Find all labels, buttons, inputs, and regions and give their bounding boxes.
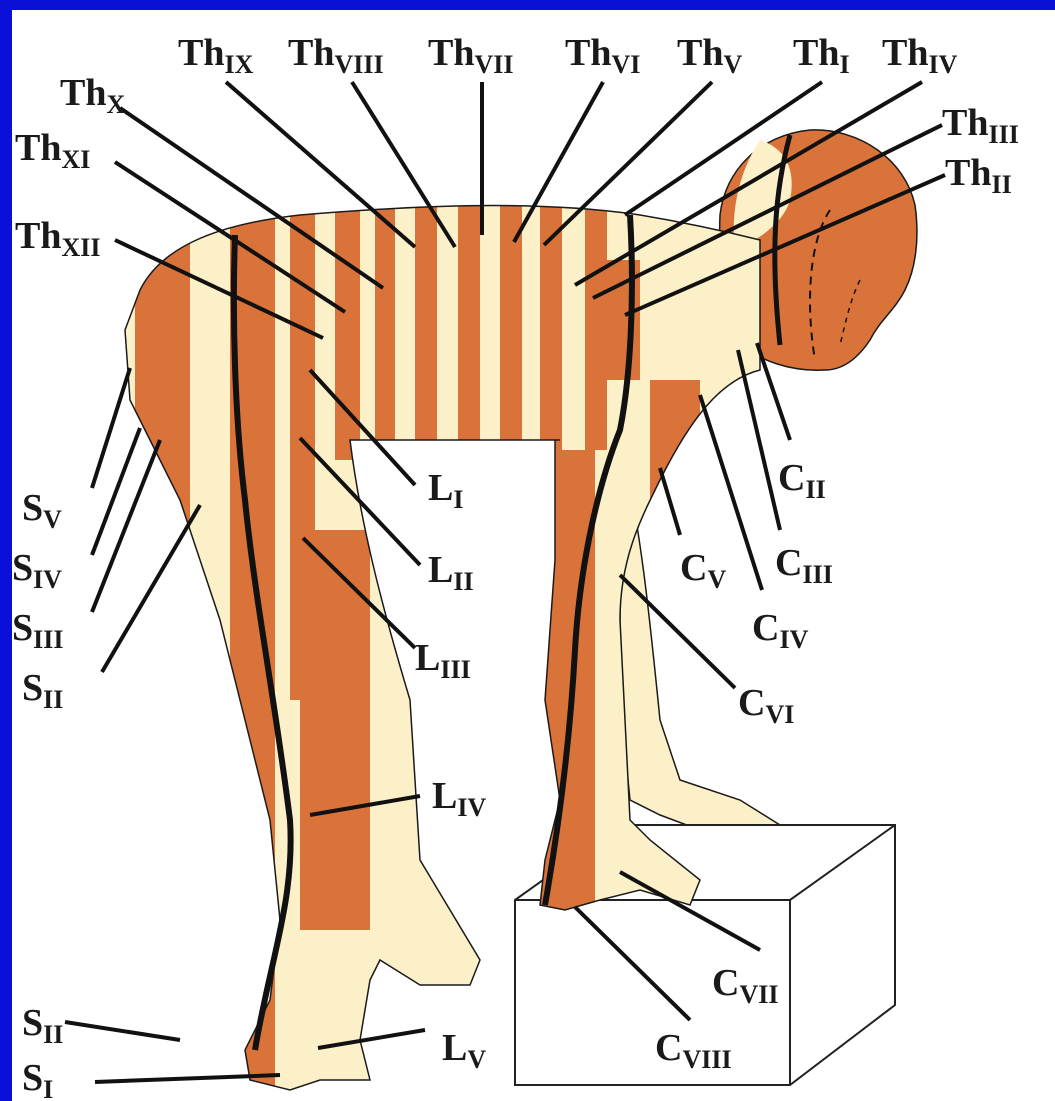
label-sub: V (43, 505, 62, 534)
label-s-ii-bottom: SII (22, 1002, 63, 1049)
label-th-i: ThI (793, 32, 850, 79)
label-th-ix: ThIX (178, 32, 254, 79)
label-s-iv: SIV (12, 547, 62, 594)
label-th-ii: ThII (945, 152, 1012, 199)
label-sub: IX (224, 50, 253, 79)
label-sub: VI (611, 50, 640, 79)
label-sub: III (33, 625, 63, 654)
label-base: C (712, 962, 739, 1004)
label-l-ii: LII (428, 549, 474, 596)
label-base: Th (15, 215, 61, 257)
label-sub: I (43, 1075, 53, 1101)
label-th-xi: ThXI (15, 127, 90, 174)
label-base: L (428, 549, 453, 591)
label-s-iii: SIII (12, 607, 64, 654)
label-c-ii: CII (778, 457, 826, 504)
label-sub: V (723, 50, 742, 79)
label-base: L (428, 467, 453, 509)
label-base: C (738, 682, 765, 724)
label-base: C (775, 542, 802, 584)
label-sub: II (805, 475, 825, 504)
label-sub: IV (779, 625, 808, 654)
label-sub: VII (474, 50, 513, 79)
label-base: L (415, 637, 440, 679)
label-l-i: LI (428, 467, 463, 514)
label-c-iv: CIV (752, 607, 809, 654)
label-base: L (432, 775, 457, 817)
label-base: Th (15, 127, 61, 169)
leader-line-c-iii (738, 350, 780, 530)
label-s-v: SV (22, 487, 62, 534)
label-sub: V (707, 565, 726, 594)
label-th-xii: ThXII (15, 215, 101, 262)
label-base: Th (793, 32, 839, 74)
label-sub: III (988, 120, 1018, 149)
leader-line-s-ii-top (102, 505, 200, 672)
label-sub: VII (739, 980, 778, 1009)
label-base: Th (288, 32, 334, 74)
label-sub: VI (765, 700, 794, 729)
label-sub: II (43, 1020, 63, 1049)
label-s-ii-top: SII (22, 667, 63, 714)
label-sub: I (839, 50, 849, 79)
label-th-vi: ThVI (565, 32, 640, 79)
label-base: C (752, 607, 779, 649)
label-base: C (680, 547, 707, 589)
leader-line-c-iv (700, 395, 762, 590)
label-sub: II (43, 685, 63, 714)
label-s-i: SI (22, 1057, 53, 1101)
label-base: S (22, 1057, 43, 1099)
label-sub: IV (457, 793, 486, 822)
label-base: C (655, 1027, 682, 1069)
label-sub: X (106, 90, 125, 119)
label-c-v: CV (680, 547, 726, 594)
label-base: Th (882, 32, 928, 74)
label-th-iii: ThIII (942, 102, 1019, 149)
label-sub: VIII (334, 50, 383, 79)
label-sub: II (991, 170, 1011, 199)
label-base: L (442, 1027, 467, 1069)
label-th-vii: ThVII (428, 32, 514, 79)
label-sub: XI (61, 145, 90, 174)
label-base: Th (60, 72, 106, 114)
label-sub: III (802, 560, 832, 589)
label-c-iii: CIII (775, 542, 833, 589)
label-sub: V (467, 1045, 486, 1074)
label-base: Th (178, 32, 224, 74)
label-th-iv: ThIV (882, 32, 958, 79)
label-sub: I (453, 485, 463, 514)
label-th-v: ThV (677, 32, 742, 79)
label-l-v: LV (442, 1027, 486, 1074)
label-base: Th (677, 32, 723, 74)
label-th-viii: ThVIII (288, 32, 384, 79)
label-base: C (778, 457, 805, 499)
label-base: Th (942, 102, 988, 144)
label-sub: VIII (682, 1045, 731, 1074)
label-sub: II (453, 567, 473, 596)
label-base: Th (945, 152, 991, 194)
label-sub: III (440, 655, 470, 684)
leader-line-c-v (660, 468, 680, 535)
leader-line-s-iv (92, 428, 140, 555)
label-base: S (12, 607, 33, 649)
label-base: S (22, 487, 43, 529)
label-sub: IV (928, 50, 957, 79)
leader-line-s-ii-bottom (65, 1022, 180, 1040)
label-sub: IV (33, 565, 62, 594)
label-base: S (22, 667, 43, 709)
label-c-vi: CVI (738, 682, 794, 729)
label-base: Th (428, 32, 474, 74)
label-sub: XII (61, 233, 100, 262)
label-base: S (22, 1002, 43, 1044)
label-l-iii: LIII (415, 637, 471, 684)
label-base: S (12, 547, 33, 589)
label-th-x: ThX (60, 72, 125, 119)
label-l-iv: LIV (432, 775, 486, 822)
label-base: Th (565, 32, 611, 74)
